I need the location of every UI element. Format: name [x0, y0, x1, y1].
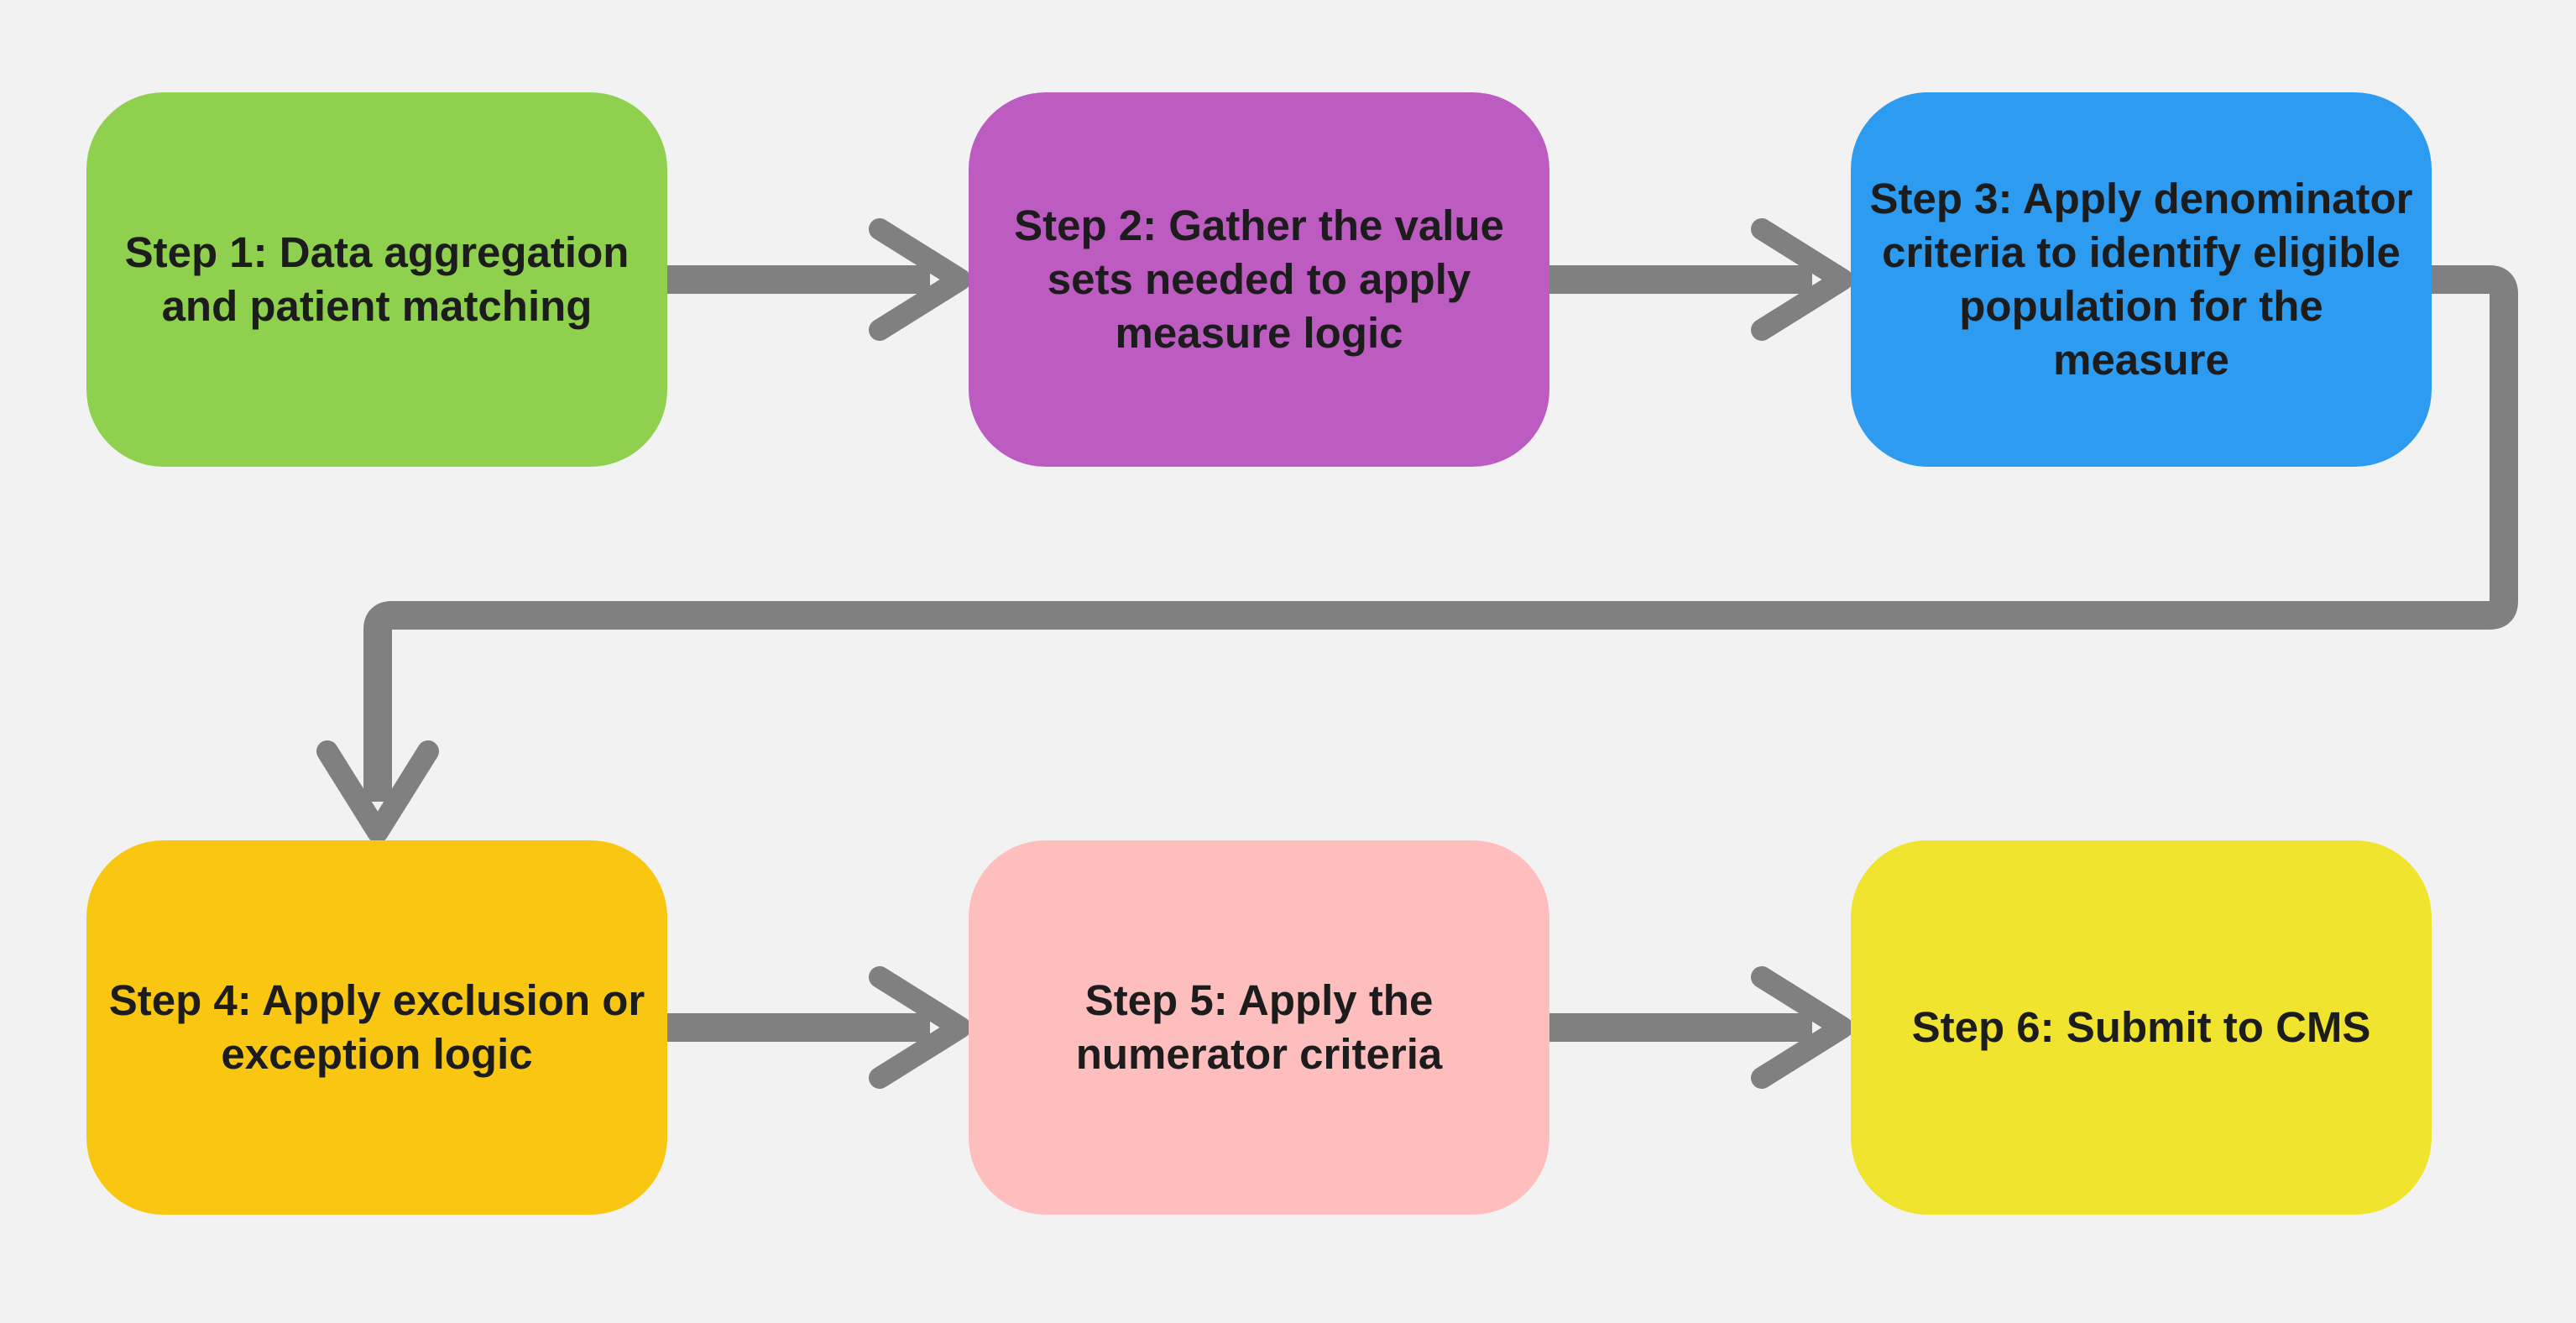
- step-4-label: Step 4: Apply exclusion or exception log…: [108, 976, 645, 1078]
- step-6-label: Step 6: Submit to CMS: [1911, 1003, 2371, 1051]
- step-1-label: Step 1: Data aggregation and patient mat…: [124, 228, 630, 330]
- step-3-label: Step 3: Apply denominator criteria to id…: [1869, 175, 2413, 384]
- arrow-step5-to-step6-head: [1751, 966, 1853, 1089]
- arrow-step4-to-step5-head: [869, 966, 971, 1089]
- arrow-step3-to-step4-head: [316, 740, 439, 843]
- step-2-box: Step 2: Gather the value sets needed to …: [969, 92, 1549, 467]
- step-5-label: Step 5: Apply the numerator criteria: [1075, 976, 1443, 1078]
- arrow-step3-to-step4-shaft: [363, 265, 2518, 802]
- step-2-label: Step 2: Gather the value sets needed to …: [1014, 201, 1504, 357]
- arrow-step2-to-step3-head: [1751, 218, 1853, 341]
- step-5-box: Step 5: Apply the numerator criteria: [969, 840, 1549, 1215]
- step-6-box: Step 6: Submit to CMS: [1851, 840, 2432, 1215]
- step-1-box: Step 1: Data aggregation and patient mat…: [86, 92, 667, 467]
- arrow-step1-to-step2-head: [869, 218, 971, 341]
- step-4-box: Step 4: Apply exclusion or exception log…: [86, 840, 667, 1215]
- step-3-box: Step 3: Apply denominator criteria to id…: [1851, 92, 2432, 467]
